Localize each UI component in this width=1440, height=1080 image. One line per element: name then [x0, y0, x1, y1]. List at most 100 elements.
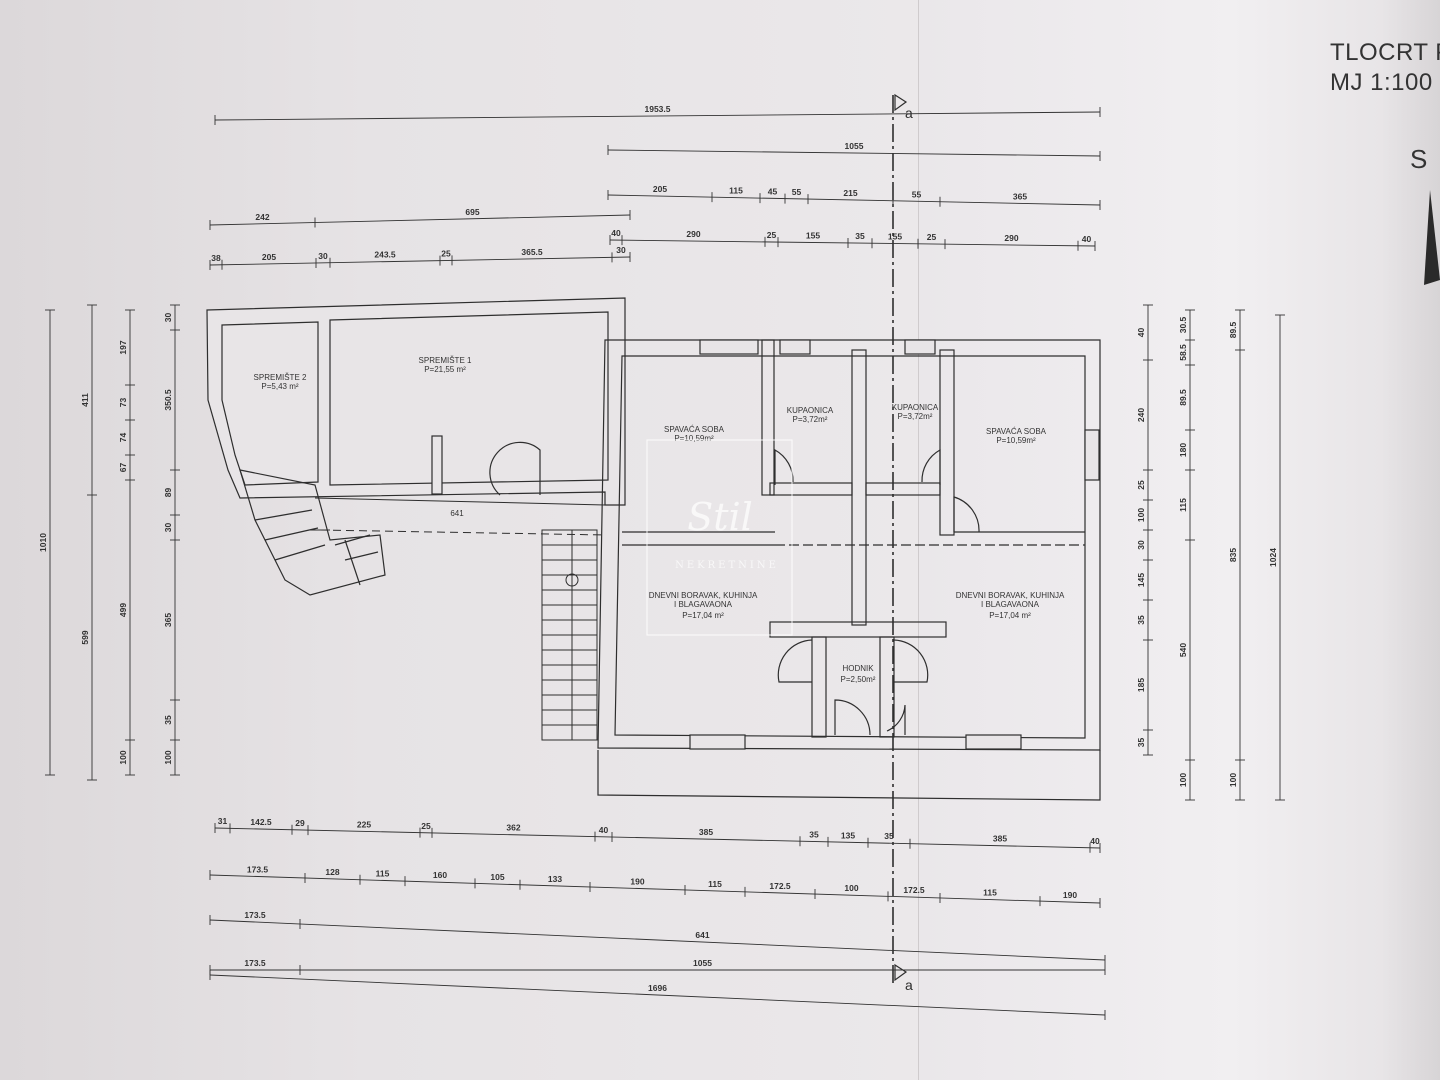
storage2-area: P=5,43 m² — [261, 382, 298, 391]
hall-name: HODNIK — [842, 664, 874, 673]
dim-label: 411 — [80, 393, 90, 407]
dim-label: 155 — [806, 231, 820, 241]
dim-label: 30 — [318, 251, 328, 261]
exterior-stairs — [541, 529, 598, 741]
sheet-title: TLOCRT P MJ 1:100 — [1330, 38, 1440, 98]
dim-label: 89.5 — [1178, 389, 1188, 406]
dim-label: 30 — [163, 313, 173, 323]
dim-label: 540 — [1178, 643, 1188, 657]
hall-area: P=2,50m² — [841, 675, 876, 684]
bath-right-area: P=3,72m² — [898, 412, 933, 421]
dim-label: 40 — [1090, 836, 1100, 846]
dim-label: 105 — [490, 872, 504, 882]
watermark-brand: NEKRETNINE — [675, 560, 779, 571]
dim-label: 30 — [1136, 540, 1146, 550]
dim-label: 172.5 — [769, 881, 791, 891]
dim-label: 145 — [1136, 573, 1146, 587]
dim-label: 73 — [118, 398, 128, 408]
dim-label: 30 — [616, 245, 626, 255]
dim-label: 45 — [768, 186, 778, 196]
dim-col-right4: 1024 — [1268, 314, 1285, 801]
north-arrow-icon — [1424, 190, 1440, 285]
dim-label: 835 — [1228, 548, 1238, 562]
dim-label: 35 — [855, 231, 865, 241]
dim-label: 100 — [163, 750, 173, 764]
dim-label: 385 — [699, 827, 713, 837]
watermark: Stil NEKRETNINE — [646, 439, 793, 636]
dim-label: 40 — [1082, 234, 1092, 244]
dim-label: 240 — [1136, 408, 1146, 422]
dim-label: 100 — [1228, 773, 1238, 787]
dim-label: 641 — [695, 930, 709, 940]
dim-label: 89.5 — [1228, 321, 1238, 338]
dim-label: 29 — [295, 818, 305, 828]
dim-label: 25 — [1136, 480, 1146, 490]
storage2-name: SPREMIŠTE 2 — [254, 373, 307, 382]
dim-label: 173.5 — [244, 958, 266, 968]
dim-row-top2: 1055 — [607, 141, 1101, 161]
living-right-area: P=17,04 m² — [989, 611, 1031, 620]
dim-label: 35 — [163, 715, 173, 725]
dim-label: 89 — [163, 488, 173, 498]
dim-label: 365 — [1013, 191, 1027, 201]
bath-right-name: KUPAONICA — [892, 403, 939, 412]
dim-label: 142.5 — [250, 817, 272, 827]
bedroom-right-area: P=10,59m² — [996, 436, 1036, 445]
dim-label: 35 — [809, 830, 819, 840]
section-marker-top: a — [894, 93, 913, 121]
dim-label: 385 — [993, 834, 1007, 844]
living-right-line2: I BLAGAVAONA — [981, 600, 1040, 609]
dim-label: 58.5 — [1178, 344, 1188, 361]
room-labels: SPREMIŠTE 2 P=5,43 m² SPREMIŠTE 1 P=21,5… — [254, 356, 1065, 684]
dim-label: 30.5 — [1178, 316, 1188, 333]
dim-label: 185 — [1136, 678, 1146, 692]
dim-label: 205 — [653, 184, 667, 194]
dim-label: 35 — [1136, 738, 1146, 748]
dim-label: 215 — [843, 188, 857, 198]
dim-col-right3: 89.5 835 100 — [1228, 309, 1245, 801]
dim-label: 225 — [357, 819, 371, 829]
dim-label: 1055 — [845, 141, 864, 151]
dim-label: 290 — [1004, 233, 1018, 243]
dim-label: 1696 — [648, 983, 667, 993]
sheet-scale: MJ 1:100 — [1330, 69, 1433, 96]
dim-label: 100 — [1178, 773, 1188, 787]
storage-block — [206, 297, 626, 596]
living-left-line1: DNEVNI BORAVAK, KUHINJA — [649, 591, 758, 600]
terrace-strip — [310, 497, 606, 536]
dim-label: 31 — [218, 816, 228, 826]
section-label-bottom: a — [905, 977, 913, 993]
bedroom-left-area: P=10,59m² — [674, 434, 714, 443]
dim-label: 25 — [767, 230, 777, 240]
dim-label: 290 — [686, 229, 700, 239]
dim-label: 115 — [708, 879, 722, 889]
section-label-top: a — [905, 105, 913, 121]
dim-label: 115 — [729, 186, 743, 196]
dim-label: 172.5 — [903, 885, 925, 895]
dim-label: 1010 — [38, 533, 48, 552]
dim-label: 1024 — [1268, 548, 1278, 567]
dim-label: 100 — [1136, 508, 1146, 522]
dim-col-left1: 1010 — [38, 309, 55, 776]
dim-label: 25 — [441, 249, 451, 259]
dim-label: 100 — [844, 883, 858, 893]
dim-label: 173.5 — [247, 864, 269, 874]
dim-label: 55 — [792, 187, 802, 197]
living-right-line1: DNEVNI BORAVAK, KUHINJA — [956, 591, 1065, 600]
dim-label: 115 — [1178, 498, 1188, 512]
dim-label: 30 — [163, 523, 173, 533]
dim-label: 160 — [433, 870, 447, 880]
north-label: S — [1410, 144, 1428, 174]
living-left-line2: I BLAGAVAONA — [674, 600, 733, 609]
